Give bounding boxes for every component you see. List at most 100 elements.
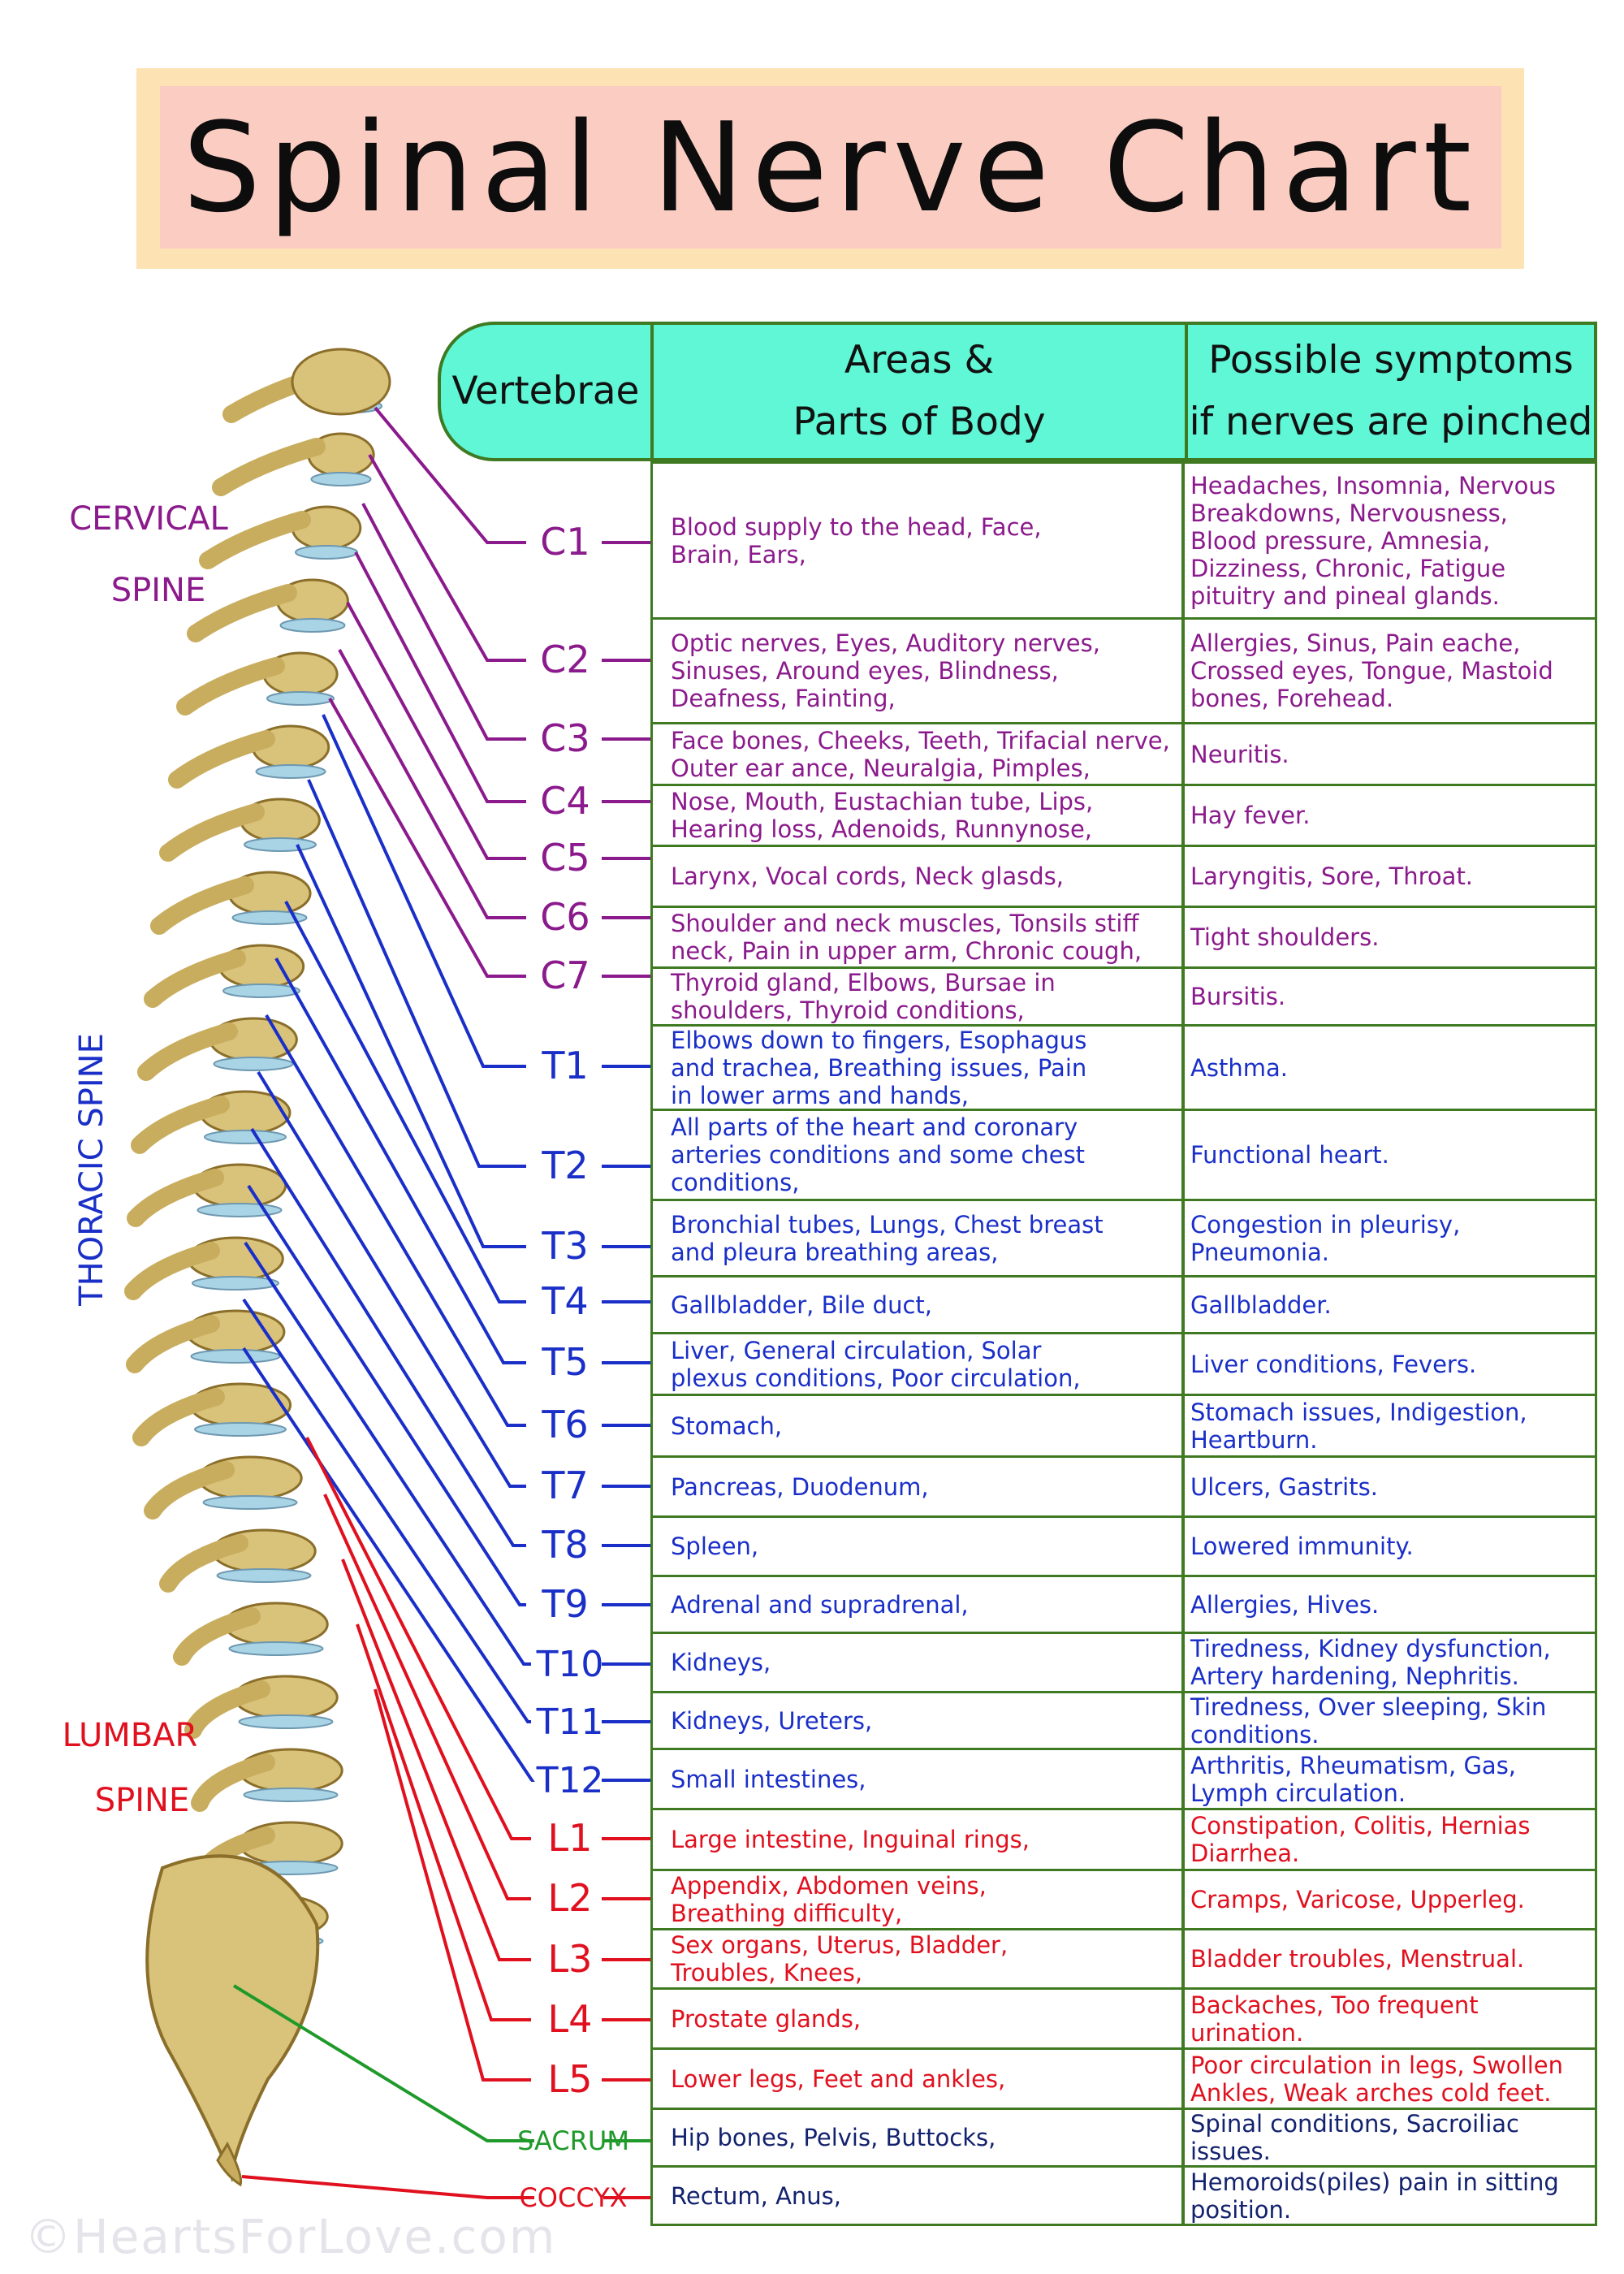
areas-cell: Face bones, Cheeks, Teeth, Trifacial ner… (671, 724, 1171, 784)
intervertebral-disc (266, 691, 335, 706)
column-divider (1181, 1808, 1185, 1871)
table-row: Kidneys,Tiredness, Kidney dysfunction,Ar… (650, 1632, 1597, 1693)
table-row: Adrenal and supradrenal,Allergies, Hives… (650, 1575, 1597, 1634)
vertebra-label: C7 (540, 953, 590, 997)
symptoms-line: Allergies, Sinus, Pain eache, (1190, 629, 1521, 657)
intervertebral-disc (238, 1714, 334, 1729)
header-symptoms-line-1: Possible symptoms (1208, 338, 1574, 383)
symptoms-line: pituitry and pineal glands. (1190, 581, 1500, 610)
vertebra-label: T9 (541, 1582, 588, 1626)
symptoms-line: conditions. (1190, 1720, 1320, 1749)
nerve-leader-line (265, 1014, 526, 1427)
table-row: Larynx, Vocal cords, Neck glasds,Laryngi… (650, 845, 1597, 908)
areas-line: Brain, Ears, (671, 540, 806, 568)
symptoms-cell: Tiredness, Kidney dysfunction,Artery har… (1190, 1634, 1588, 1691)
symptoms-cell: Congestion in pleurisy,Pneumonia. (1190, 1201, 1588, 1275)
areas-line: Optic nerves, Eyes, Auditory nerves, (671, 629, 1100, 657)
vertebra-label: L2 (548, 1876, 593, 1920)
areas-cell: Gallbladder, Bile duct, (671, 1278, 1171, 1332)
intervertebral-disc (216, 1568, 312, 1583)
areas-cell: Sex organs, Uterus, Bladder,Troubles, Kn… (671, 1930, 1171, 1987)
symptoms-line: Crossed eyes, Tongue, Mastoid (1190, 657, 1553, 685)
column-divider (1181, 1632, 1185, 1693)
atlas-vertebra (291, 348, 391, 416)
column-divider (1181, 1691, 1185, 1750)
symptoms-line: Blood pressure, Amnesia, (1190, 526, 1491, 555)
symptoms-cell: Functional heart. (1190, 1111, 1588, 1199)
symptoms-line: Constipation, Colitis, Hernias (1190, 1812, 1531, 1840)
areas-cell: Hip bones, Pelvis, Buttocks, (671, 2110, 1171, 2165)
spinous-process (212, 438, 326, 496)
symptoms-line: Tiredness, Kidney dysfunction, (1190, 1635, 1551, 1662)
nerve-leader-line (232, 1984, 534, 2142)
symptoms-line: Spinal conditions, Sacroiliac (1190, 2110, 1519, 2138)
spinous-process (144, 1461, 235, 1520)
areas-line: Hip bones, Pelvis, Buttocks, (671, 2124, 996, 2151)
nerve-leader-line (346, 602, 526, 860)
vertebra-label: T7 (541, 1463, 588, 1507)
areas-cell: Blood supply to the head, Face,Brain, Ea… (671, 464, 1171, 617)
nerve-leader-line (356, 1623, 531, 2021)
symptoms-line: Gallbladder. (1190, 1290, 1332, 1319)
header-areas-line-1: Areas & (844, 338, 995, 383)
column-divider (1181, 784, 1185, 847)
symptoms-line: bones, Forehead. (1190, 685, 1394, 712)
symptoms-cell: Allergies, Sinus, Pain eache,Crossed eye… (1190, 620, 1588, 722)
vertebra-label: L1 (548, 1816, 593, 1860)
areas-line: Face bones, Cheeks, Teeth, Trifacial ner… (671, 726, 1170, 754)
vertebra-label: T5 (541, 1340, 588, 1384)
areas-line: Rectum, Anus, (671, 2181, 841, 2210)
spinous-process (124, 1242, 220, 1300)
symptoms-line: Tiredness, Over sleeping, Skin (1190, 1693, 1547, 1721)
column-divider (1181, 845, 1185, 908)
symptoms-cell: Bursitis. (1190, 969, 1588, 1024)
watermark: ©HeartsForLove.com (24, 2209, 557, 2264)
nerve-leader-line (257, 1070, 526, 1488)
vertebra-label: SACRUM (517, 2125, 629, 2156)
table-row: Blood supply to the head, Face,Brain, Ea… (650, 461, 1597, 620)
intervertebral-disc (192, 1276, 279, 1290)
column-divider (1181, 2047, 1185, 2110)
vertebra-label: T6 (541, 1403, 588, 1446)
areas-line: Troubles, Knees, (671, 1959, 863, 1987)
symptoms-line: urination. (1190, 2018, 1304, 2047)
areas-line: Bronchial tubes, Lungs, Chest breast (671, 1210, 1104, 1239)
areas-line: Kidneys, Ureters, (671, 1706, 873, 1735)
areas-line: Large intestine, Inguinal rings, (671, 1826, 1030, 1853)
areas-cell: Larynx, Vocal cords, Neck glasds, (671, 847, 1171, 906)
symptoms-line: Heartburn. (1190, 1425, 1318, 1454)
spinous-process (137, 1022, 238, 1081)
symptoms-cell: Arthritis, Rheumatism, Gas,Lymph circula… (1190, 1750, 1588, 1808)
intervertebral-disc (243, 1788, 339, 1802)
intervertebral-disc (231, 910, 308, 925)
symptoms-line: Breakdowns, Nervousness, (1190, 499, 1508, 527)
areas-cell: Rectum, Anus, (671, 2168, 1171, 2224)
symptoms-line: Backaches, Too frequent (1190, 1991, 1479, 2019)
areas-line: Adrenal and supradrenal, (671, 1590, 969, 1619)
symptoms-line: Asthma. (1190, 1053, 1288, 1082)
symptoms-line: Headaches, Insomnia, Nervous (1190, 471, 1556, 499)
nerve-leader-line (242, 1347, 535, 1782)
areas-cell: Lower legs, Feet and ankles, (671, 2050, 1171, 2108)
symptoms-cell: Neuritis. (1190, 724, 1588, 784)
table-row: Pancreas, Duodenum,Ulcers, Gastrits. (650, 1455, 1597, 1518)
areas-line: and pleura breathing areas, (671, 1238, 999, 1266)
table-row: Appendix, Abdomen veins,Breathing diffic… (650, 1869, 1597, 1930)
spinous-process (144, 949, 246, 1008)
symptoms-line: position. (1190, 2195, 1292, 2224)
spinous-process (159, 803, 265, 862)
column-divider (1181, 617, 1185, 724)
areas-cell: Prostate glands, (671, 1990, 1171, 2047)
table-row: Lower legs, Feet and ankles,Poor circula… (650, 2047, 1597, 2110)
column-divider (1181, 1332, 1185, 1396)
areas-line: Shoulder and neck muscles, Tonsils stiff (671, 910, 1139, 937)
table-row: Small intestines,Arthritis, Rheumatism, … (650, 1748, 1597, 1810)
